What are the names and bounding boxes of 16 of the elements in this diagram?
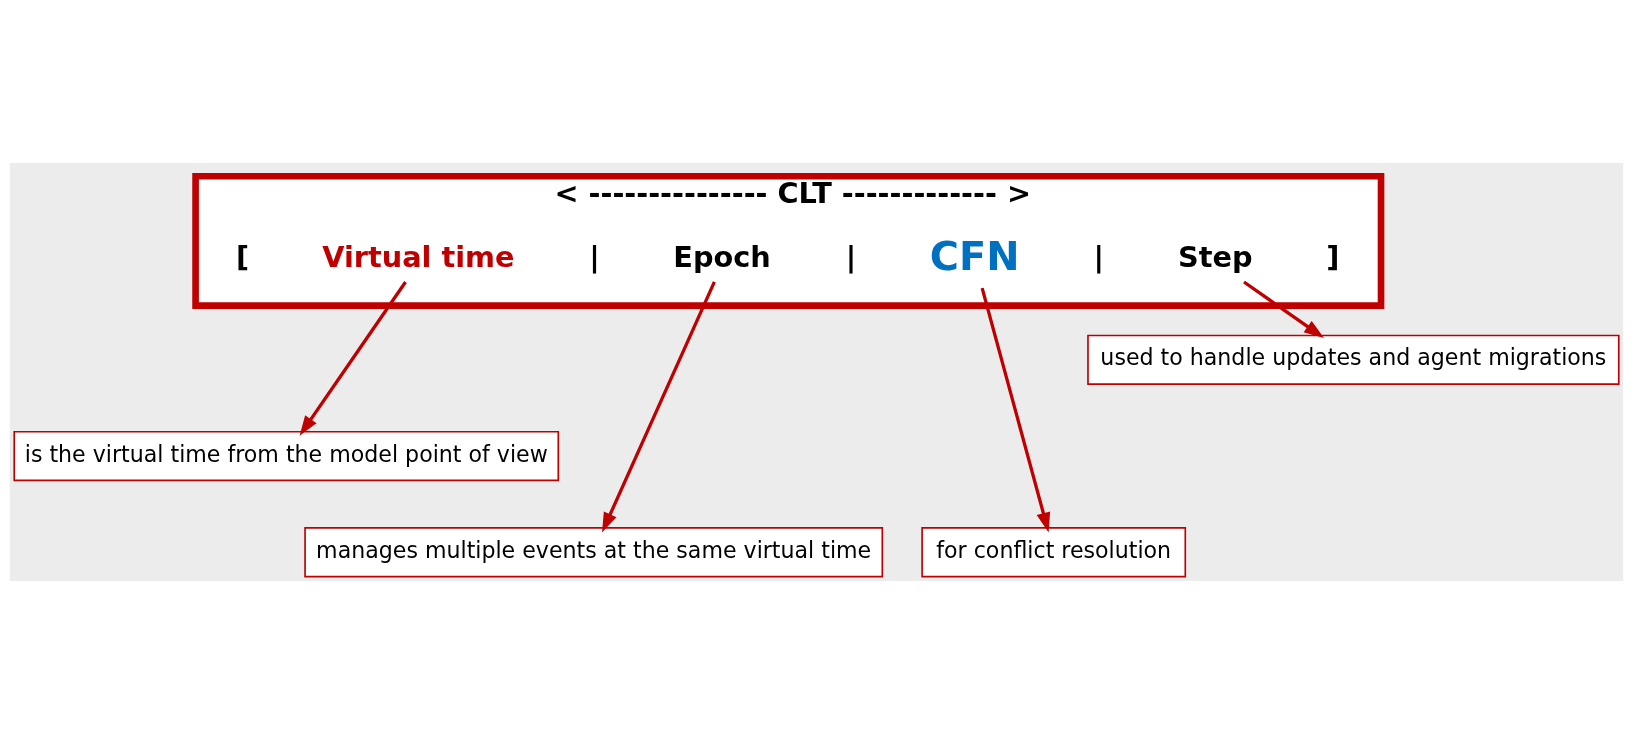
label: | (1093, 240, 1105, 275)
node-text: CFN (929, 233, 1020, 280)
label: ] (1326, 240, 1340, 275)
node-box: used to handle updates and agent migrations (1087, 334, 1620, 385)
label: [ (235, 240, 250, 275)
node-text: Epoch (673, 240, 771, 275)
node-box: is the virtual time from the model point of view (13, 430, 560, 482)
arrow (1243, 280, 1324, 339)
node-box: manages multiple events at the same virtual time (304, 527, 884, 578)
arrow (299, 281, 407, 436)
node-text: Step (1178, 240, 1253, 275)
node-text: Virtual time (322, 240, 515, 275)
node-box: for conflict resolution (921, 527, 1187, 578)
label: | (845, 240, 857, 275)
arrow (980, 287, 1051, 533)
label: | (589, 240, 600, 275)
